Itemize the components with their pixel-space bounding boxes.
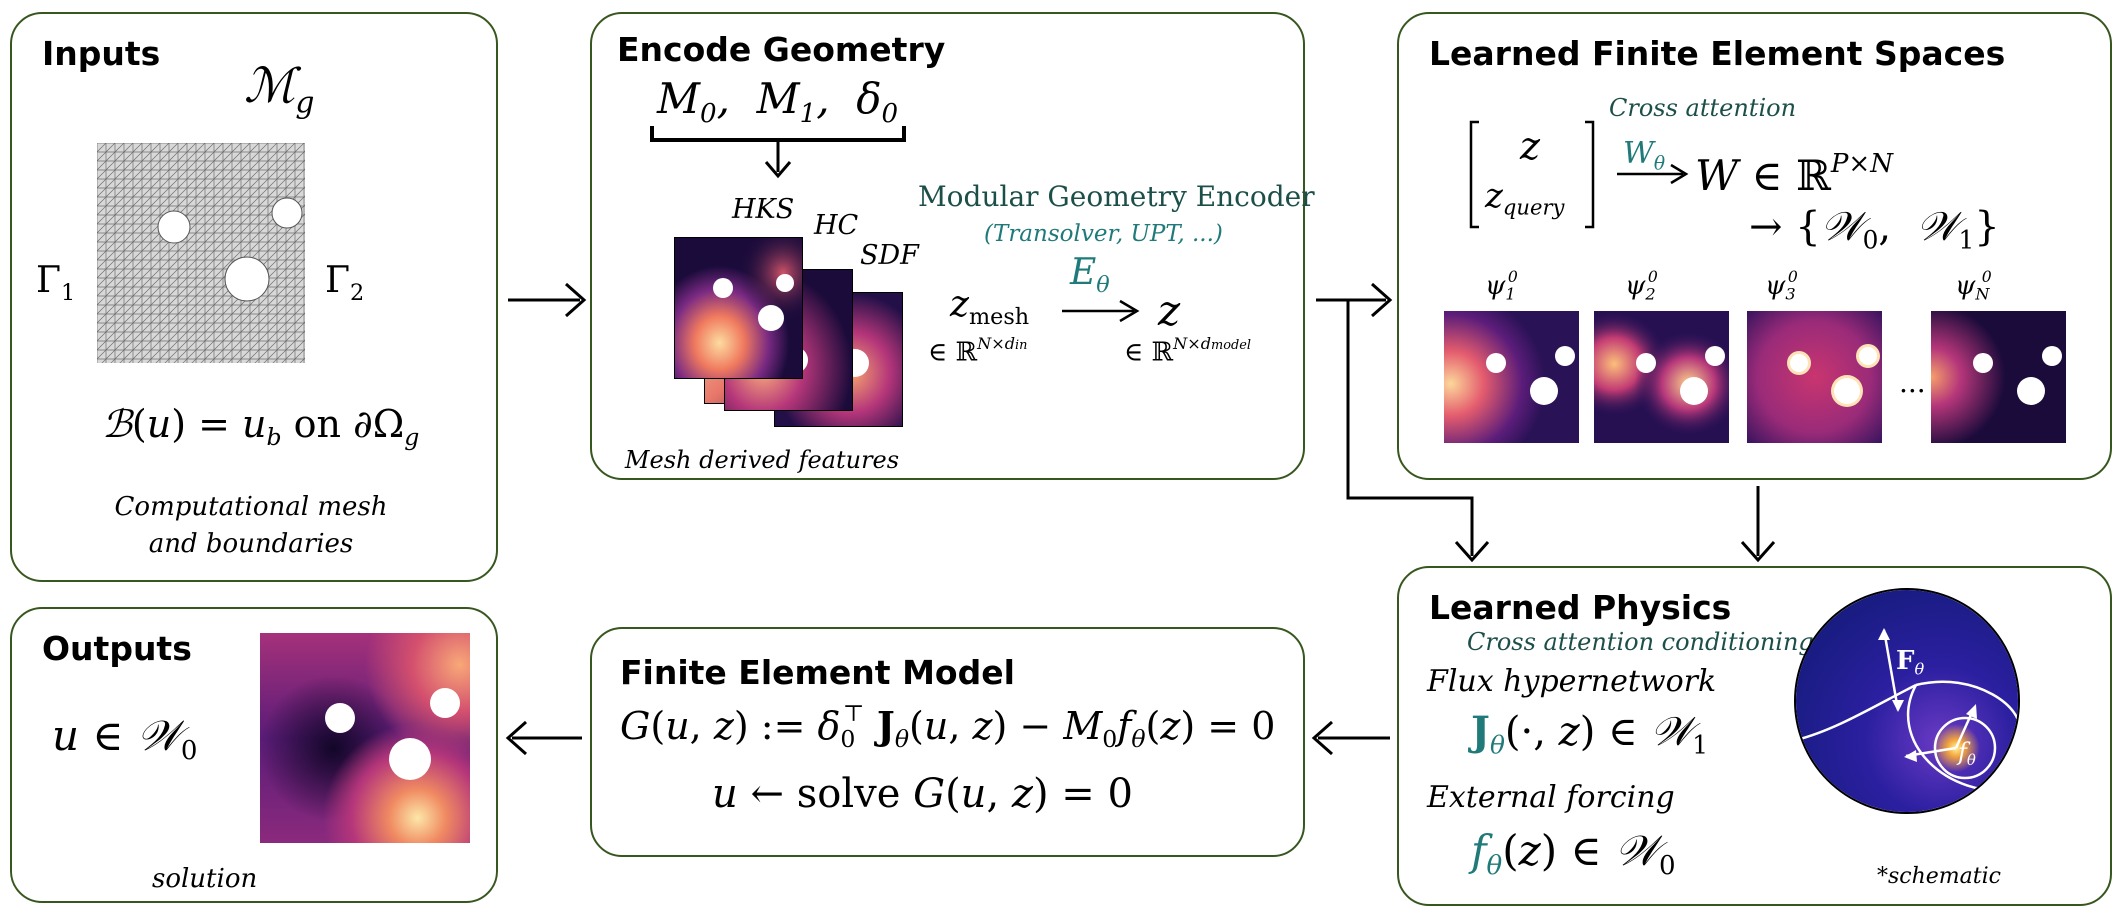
computational-mesh-image [97, 143, 305, 363]
basis-function-3 [1747, 311, 1882, 443]
arrow-inputs-to-encode [508, 282, 587, 318]
schematic-note: *schematic [1877, 864, 2001, 889]
basis-function-n [1931, 311, 2066, 443]
spaces-title: Learned Finite Element Spaces [1429, 34, 2006, 73]
solve-equation: u ← solve G(u, z) = 0 [712, 771, 1133, 817]
fem-title: Finite Element Model [620, 653, 1015, 692]
basis-ellipsis: ... [1899, 366, 1926, 399]
basis-function-2 [1594, 311, 1729, 443]
schematic-flux-label: Fθ [1896, 646, 1925, 679]
basis-label-2: ψ20 [1625, 267, 1658, 304]
z-latent-space: ∈ ℝN×dmodel [1124, 334, 1251, 368]
encode-bracket-arrow [650, 126, 906, 179]
weight-function: Wθ [1623, 136, 1666, 175]
solution-space: u ∈ 𝒲0 [52, 711, 198, 767]
fe-model-panel: Finite Element Model G(u, z) := δ0⊤Jθ(u,… [590, 627, 1305, 857]
W-split: → {𝒲0, 𝒲1} [1749, 204, 2000, 255]
encode-title: Encode Geometry [617, 30, 946, 69]
outputs-caption: solution [152, 864, 258, 894]
residual-equation: G(u, z) := δ0⊤Jθ(u, z) − M0fθ(z) = 0 [620, 700, 1276, 754]
basis-function-1 [1444, 311, 1579, 443]
forcing-equation: fθ(z) ∈ 𝒲0 [1471, 826, 1676, 882]
encoder-title: Modular Geometry Encoder [918, 180, 1315, 213]
inputs-title: Inputs [42, 34, 161, 73]
encode-input-symbols: M0, M1, δ0 [657, 74, 899, 130]
inputs-caption-line1: Computational mesh [114, 492, 388, 522]
z-mesh-space: ∈ ℝN×din [928, 334, 1028, 368]
query-vector-brackets [1469, 120, 1689, 229]
physics-schematic: Fθ fθ [1794, 588, 2020, 814]
layer-label-hc: HC [814, 210, 859, 241]
cross-attention-label: Cross attention [1609, 94, 1797, 122]
z-mesh: zmesh [950, 284, 1030, 330]
solution-heatmap [260, 633, 470, 843]
vector-z-query: zquery [1485, 176, 1565, 220]
inputs-panel: Inputs ℳg Γ1 Γ2 ℬ(u) = ub on ∂Ωg Computa… [10, 12, 498, 582]
physics-title: Learned Physics [1429, 588, 1732, 627]
gamma1-label: Γ1 [36, 260, 76, 306]
schematic-forcing-label: fθ [1958, 738, 1976, 770]
outputs-panel: Outputs u ∈ 𝒲0 solution [10, 607, 498, 903]
learned-physics-panel: Learned Physics Cross attention conditio… [1397, 566, 2112, 906]
fe-spaces-panel: Learned Finite Element Spaces Cross atte… [1397, 12, 2112, 480]
basis-label-n: ψN0 [1955, 267, 1992, 304]
arrow-fem-to-outputs [505, 720, 582, 756]
encode-caption: Mesh derived features [624, 446, 900, 474]
basis-label-1: ψ10 [1485, 267, 1518, 304]
vector-z: z [1520, 124, 1541, 168]
layer-label-sdf: SDF [860, 240, 919, 271]
flux-label: Flux hypernetwork [1427, 664, 1717, 699]
basis-label-3: ψ30 [1765, 267, 1798, 304]
encoder-function: Eθ [1070, 252, 1110, 298]
layer-label-hks: HKS [732, 194, 795, 225]
encoder-examples: (Transolver, UPT, ...) [984, 221, 1223, 247]
z-latent: z [1158, 286, 1181, 335]
encoder-arrow [1062, 299, 1140, 323]
arrow-physics-to-fem [1311, 720, 1390, 756]
feature-map-hks [674, 237, 803, 379]
encode-geometry-panel: Encode Geometry M0, M1, δ0 HKS HC SDF Me… [590, 12, 1315, 480]
boundary-equation: ℬ(u) = ub on ∂Ωg [102, 402, 420, 452]
forcing-label: External forcing [1427, 780, 1675, 815]
W-space: W ∈ ℝP×N [1695, 149, 1893, 201]
mesh-symbol: ℳg [244, 58, 315, 121]
inputs-caption-line2: and boundaries [148, 529, 354, 559]
flux-equation: Jθ(·, z) ∈ 𝒲1 [1471, 708, 1709, 760]
outputs-title: Outputs [42, 629, 192, 668]
arrow-spaces-to-physics [1740, 486, 1776, 563]
gamma2-label: Γ2 [325, 260, 365, 306]
conditioning-label: Cross attention conditioning [1467, 628, 1814, 656]
arrow-encode-to-spaces [1316, 282, 1393, 318]
